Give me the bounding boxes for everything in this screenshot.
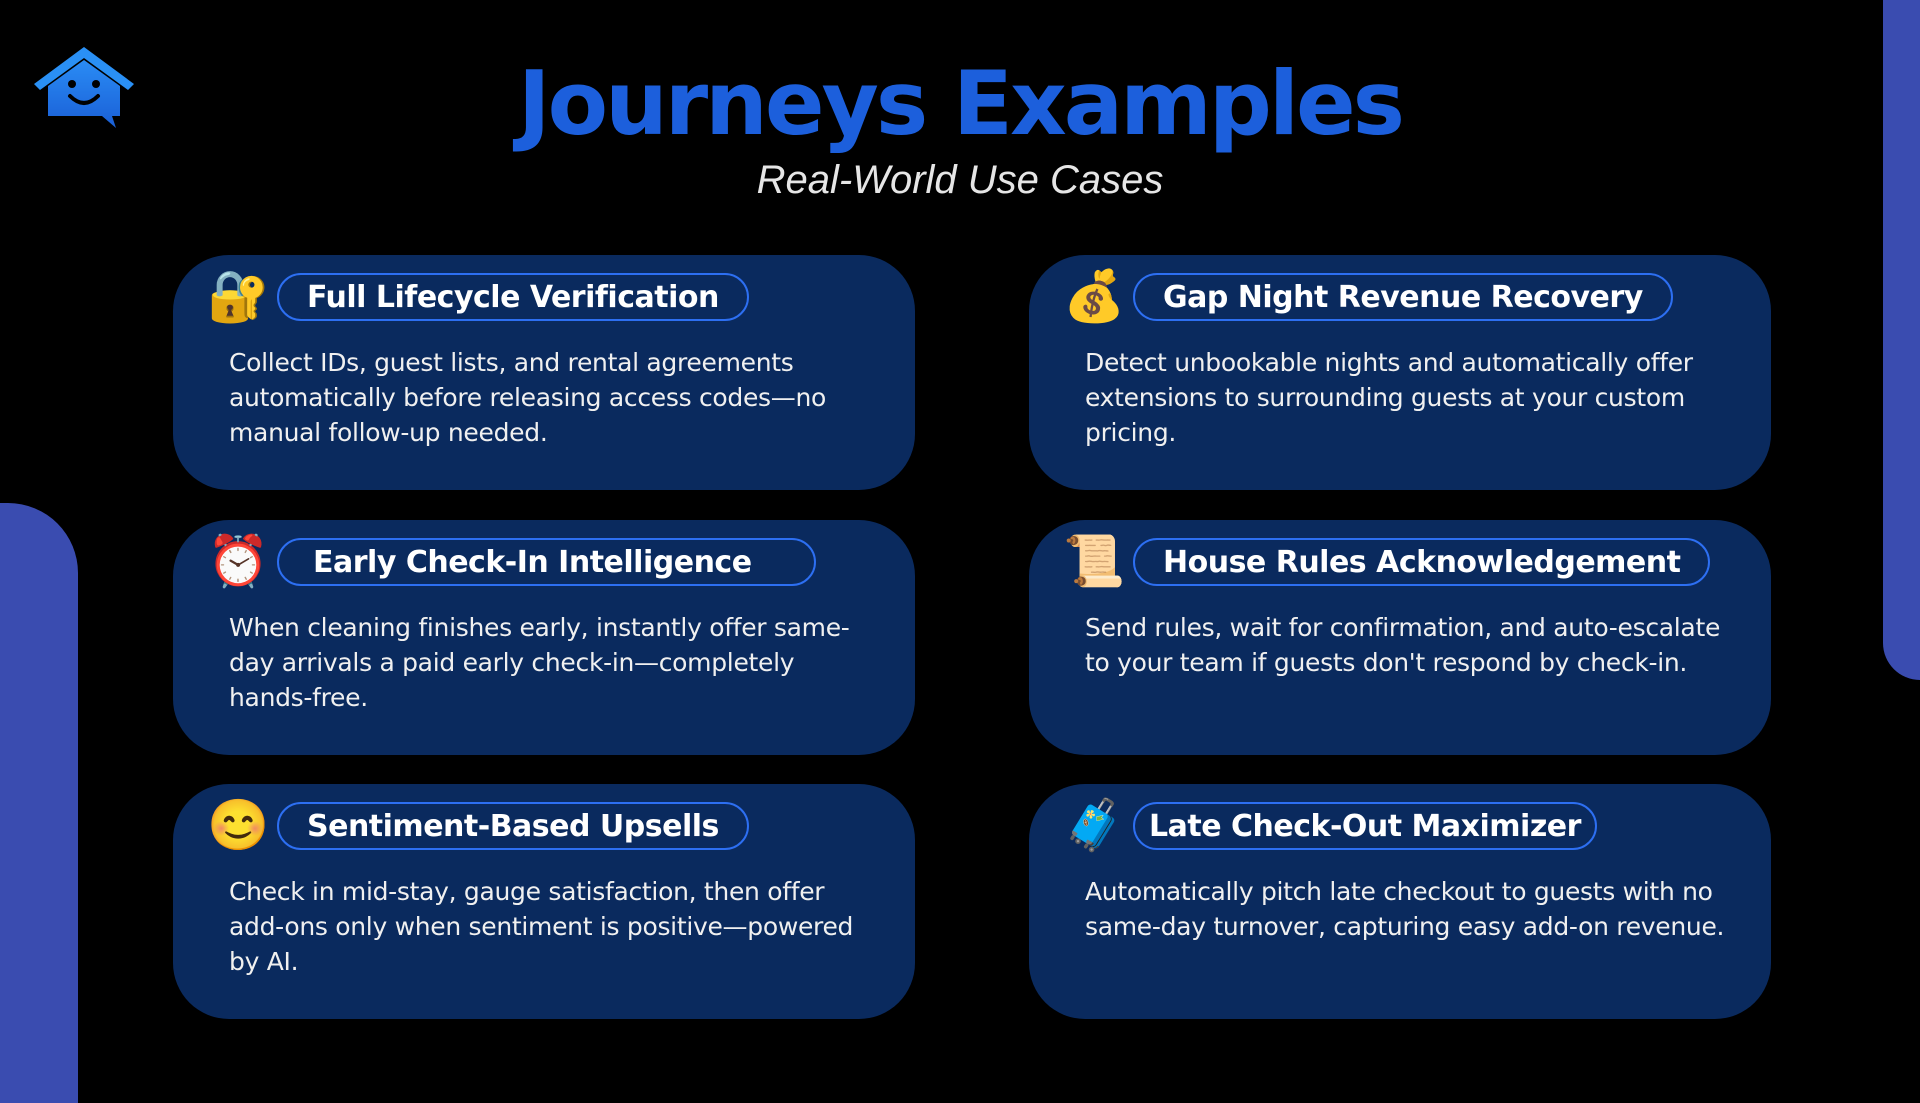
alarm-clock-icon: ⏰	[207, 533, 270, 589]
scroll-icon: 📜	[1063, 533, 1126, 589]
card-title-pill: Gap Night Revenue Recovery	[1133, 273, 1673, 321]
lock-with-key-icon: 🔐	[207, 268, 270, 324]
card-title-pill: Early Check-In Intelligence	[277, 538, 816, 586]
journey-card: 📜 House Rules Acknowledgement Send rules…	[1029, 520, 1771, 755]
card-description: Collect IDs, guest lists, and rental agr…	[229, 348, 827, 447]
journey-card: ⏰ Early Check-In Intelligence When clean…	[173, 520, 915, 755]
journey-card: 💰 Gap Night Revenue Recovery Detect unbo…	[1029, 255, 1771, 490]
card-title-pill: House Rules Acknowledgement	[1133, 538, 1711, 586]
card-title: Late Check-Out Maximizer	[1149, 808, 1581, 844]
money-bag-icon: 💰	[1063, 268, 1126, 324]
journey-card: 🔐 Full Lifecycle Verification Collect ID…	[173, 255, 915, 490]
card-description: Automatically pitch late checkout to gue…	[1085, 877, 1725, 941]
card-title: House Rules Acknowledgement	[1163, 544, 1681, 580]
page-subtitle: Real-World Use Cases	[756, 158, 1164, 202]
luggage-icon: 🧳	[1063, 797, 1126, 853]
card-description: Send rules, wait for confirmation, and a…	[1085, 613, 1721, 677]
card-title-pill: Late Check-Out Maximizer	[1133, 802, 1597, 850]
decorative-side-shape-left	[0, 503, 78, 1103]
card-title-pill: Sentiment-Based Upsells	[277, 802, 749, 850]
smiling-face-icon: 😊	[207, 797, 270, 853]
journey-card: 🧳 Late Check-Out Maximizer Automatically…	[1029, 784, 1771, 1019]
card-title-pill: Full Lifecycle Verification	[277, 273, 749, 321]
card-title: Full Lifecycle Verification	[307, 279, 719, 315]
page-title: Journeys Examples	[517, 52, 1405, 155]
card-description: Detect unbookable nights and automatical…	[1085, 348, 1693, 447]
house-smile-logo-icon	[34, 47, 134, 128]
card-title: Gap Night Revenue Recovery	[1163, 279, 1643, 315]
card-title: Sentiment-Based Upsells	[307, 808, 719, 844]
card-description: Check in mid-stay, gauge satisfaction, t…	[229, 877, 854, 976]
decorative-side-shape-right	[1883, 0, 1920, 680]
card-description: When cleaning finishes early, instantly …	[229, 613, 850, 712]
card-title: Early Check-In Intelligence	[313, 544, 752, 580]
journey-card: 😊 Sentiment-Based Upsells Check in mid-s…	[173, 784, 915, 1019]
